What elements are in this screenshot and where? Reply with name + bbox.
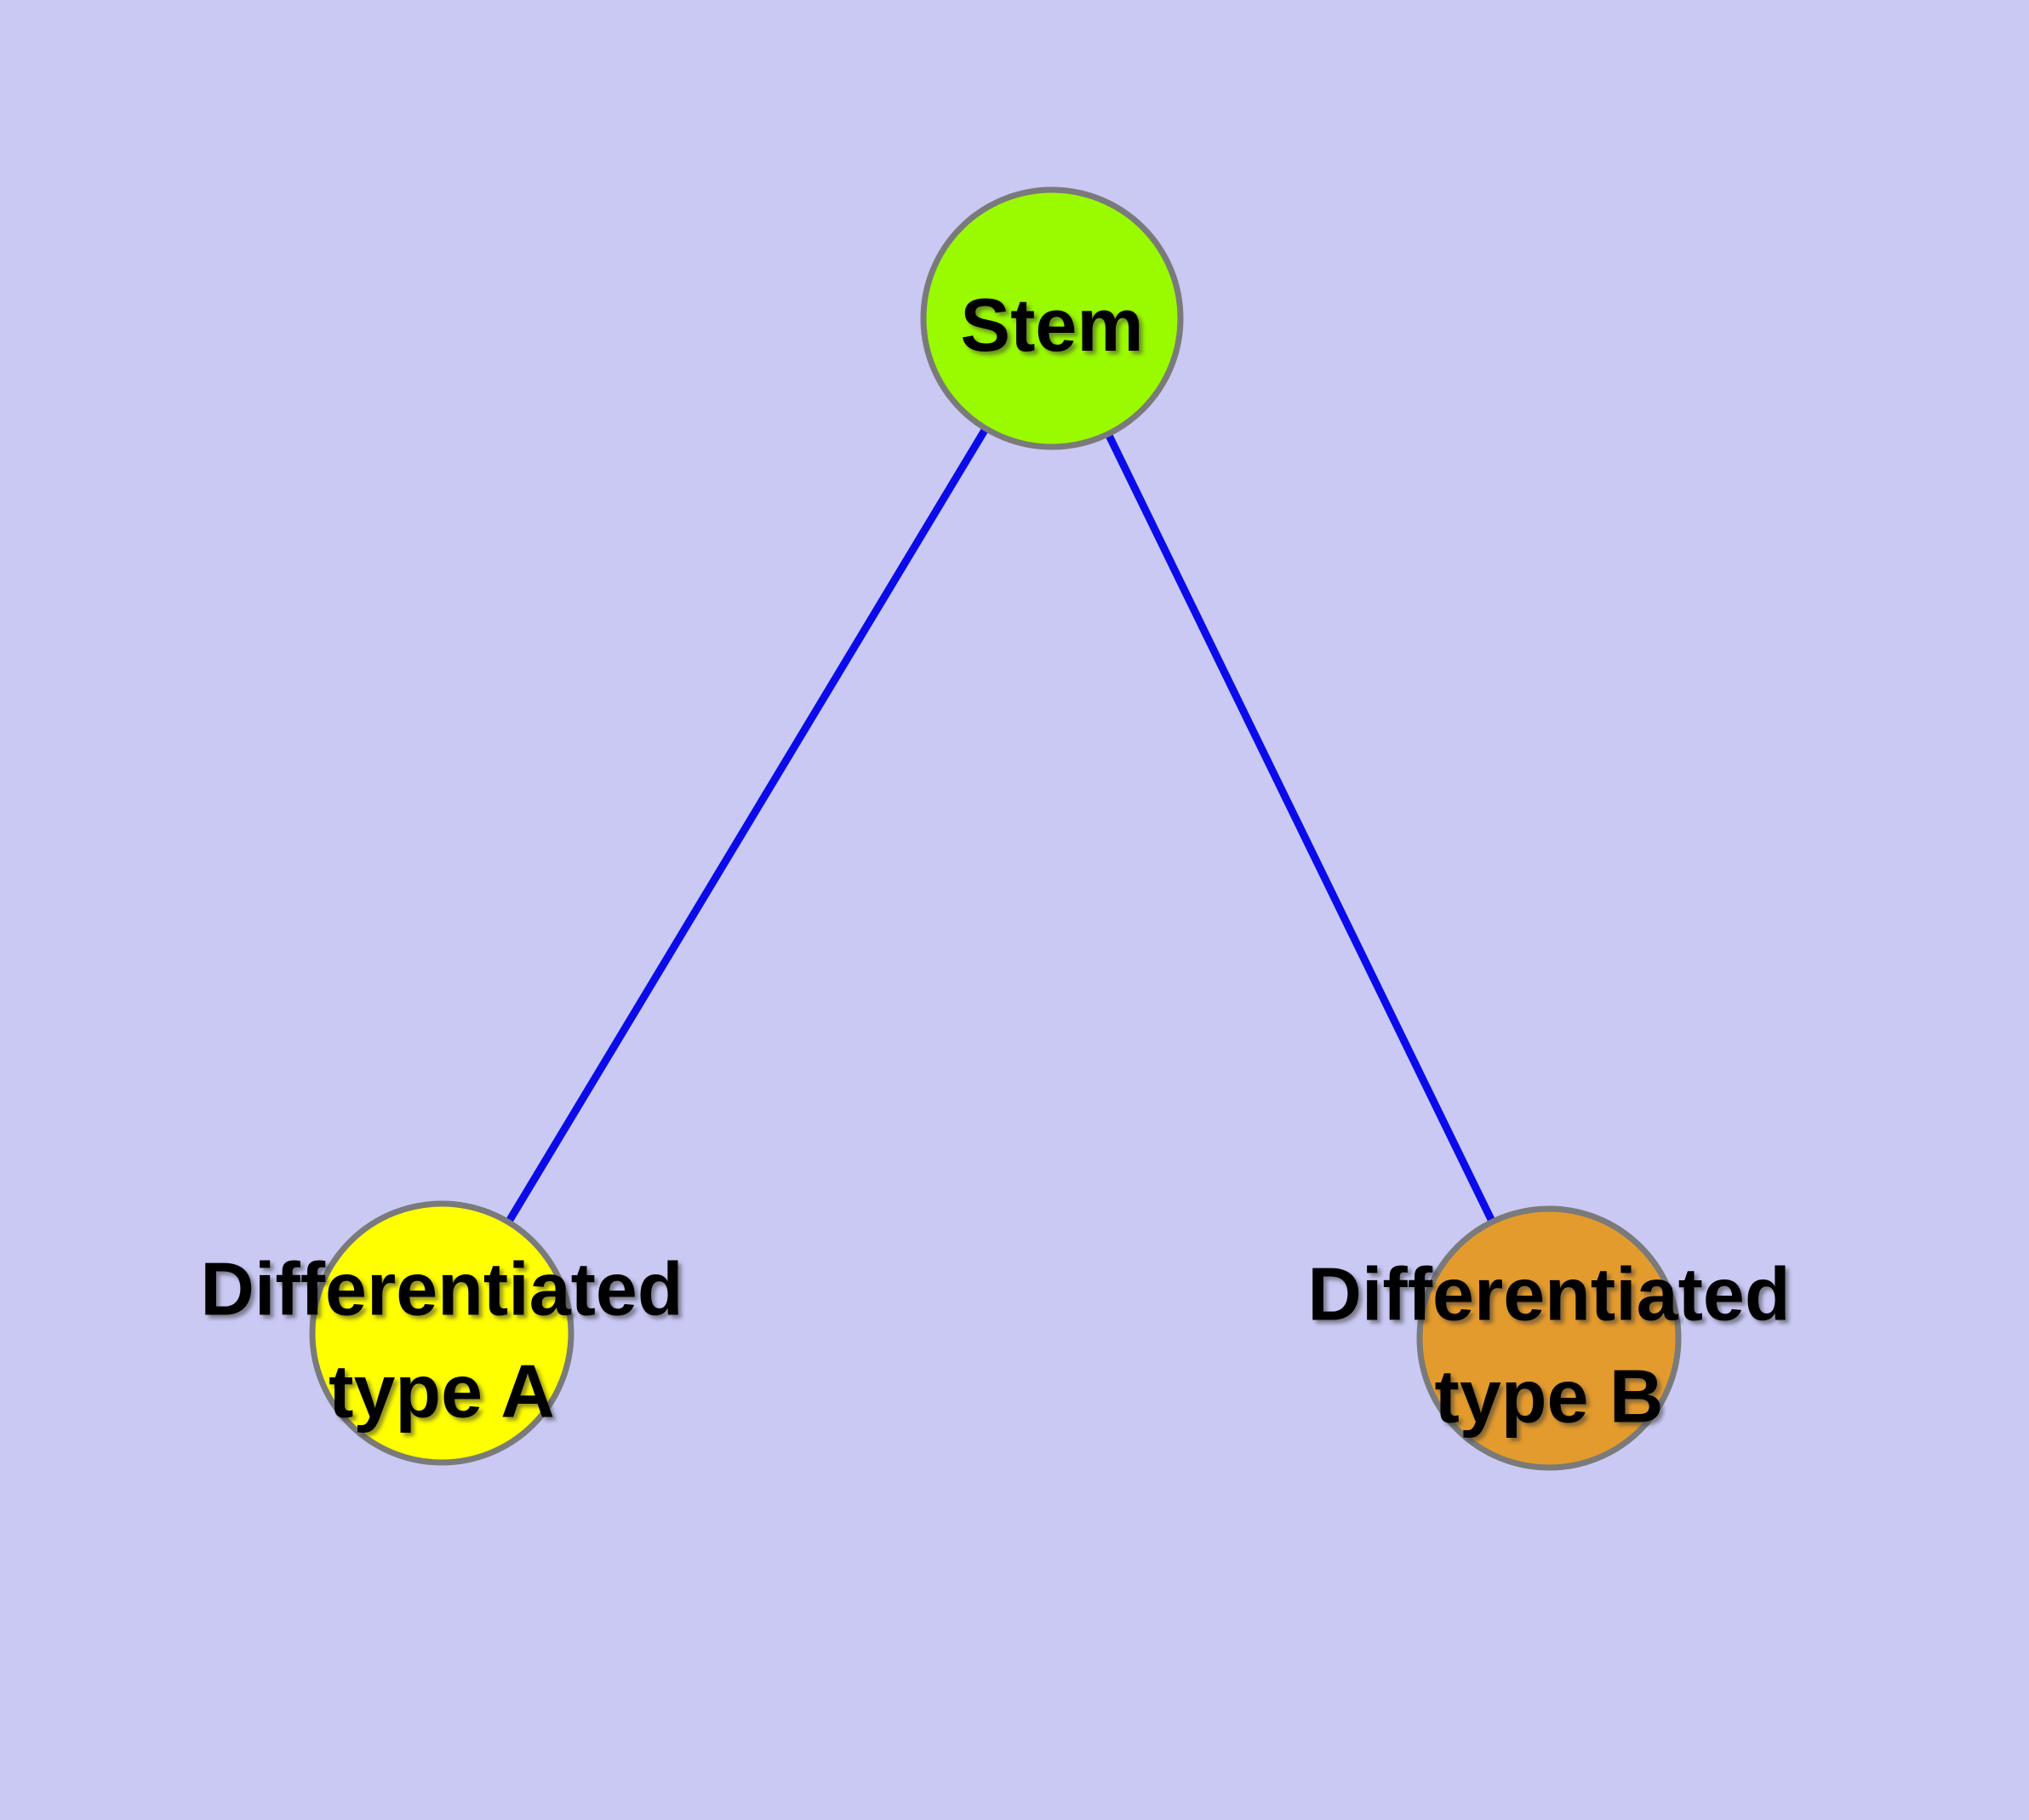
edge-stem-type-b	[1048, 317, 1553, 1340]
node-type-a	[309, 1200, 574, 1466]
node-stem	[920, 186, 1184, 450]
edge-stem-type-a	[438, 316, 1055, 1336]
node-type-b	[1416, 1205, 1682, 1471]
